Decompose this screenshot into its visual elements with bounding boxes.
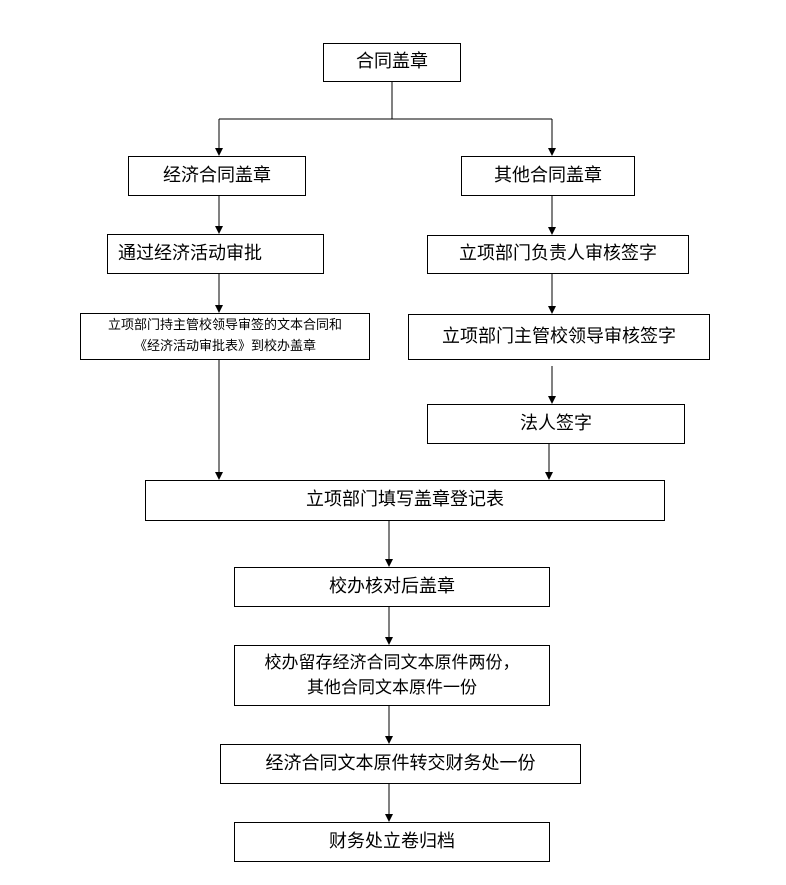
node-legal-person-sign: 法人签字 (427, 404, 685, 444)
node-contract-stamp: 合同盖章 (323, 43, 461, 82)
node-leader-sign-label: 立项部门主管校领导审核签字 (442, 325, 676, 347)
node-economic-contract-stamp: 经济合同盖章 (128, 156, 306, 196)
node-economic-contract-stamp-label: 经济合同盖章 (163, 164, 271, 186)
node-office-archive-line2: 其他合同文本原件一份 (307, 677, 477, 698)
node-other-contract-stamp: 其他合同盖章 (461, 156, 635, 196)
node-registration-form: 立项部门填写盖章登记表 (145, 480, 665, 521)
node-finance-archive: 财务处立卷归档 (234, 822, 550, 862)
node-registration-form-label: 立项部门填写盖章登记表 (306, 489, 504, 511)
node-other-contract-stamp-label: 其他合同盖章 (494, 164, 602, 186)
node-contract-stamp-label: 合同盖章 (356, 51, 428, 73)
node-leader-sign: 立项部门主管校领导审核签字 (408, 314, 710, 360)
node-finance-archive-label: 财务处立卷归档 (329, 830, 455, 852)
node-economic-approval-label: 通过经济活动审批 (118, 242, 262, 264)
node-transfer-to-finance-label: 经济合同文本原件转交财务处一份 (265, 752, 536, 774)
node-submit-to-office: 立项部门持主管校领导审签的文本合同和 《经济活动审批表》到校办盖章 (80, 313, 370, 360)
node-legal-person-sign-label: 法人签字 (520, 412, 592, 434)
node-transfer-to-finance: 经济合同文本原件转交财务处一份 (220, 744, 581, 784)
node-dept-head-sign-label: 立项部门负责人审核签字 (459, 243, 657, 265)
node-dept-head-sign: 立项部门负责人审核签字 (427, 235, 689, 274)
node-office-verify-stamp: 校办核对后盖章 (234, 567, 550, 607)
node-office-archive-copies: 校办留存经济合同文本原件两份， 其他合同文本原件一份 (234, 645, 550, 706)
node-submit-to-office-line2: 《经济活动审批表》到校办盖章 (133, 338, 316, 354)
node-submit-to-office-line1: 立项部门持主管校领导审签的文本合同和 (107, 318, 342, 334)
node-office-archive-line1: 校办留存经济合同文本原件两份， (264, 652, 520, 673)
node-economic-approval: 通过经济活动审批 (107, 234, 324, 274)
node-office-verify-stamp-label: 校办核对后盖章 (329, 575, 455, 597)
